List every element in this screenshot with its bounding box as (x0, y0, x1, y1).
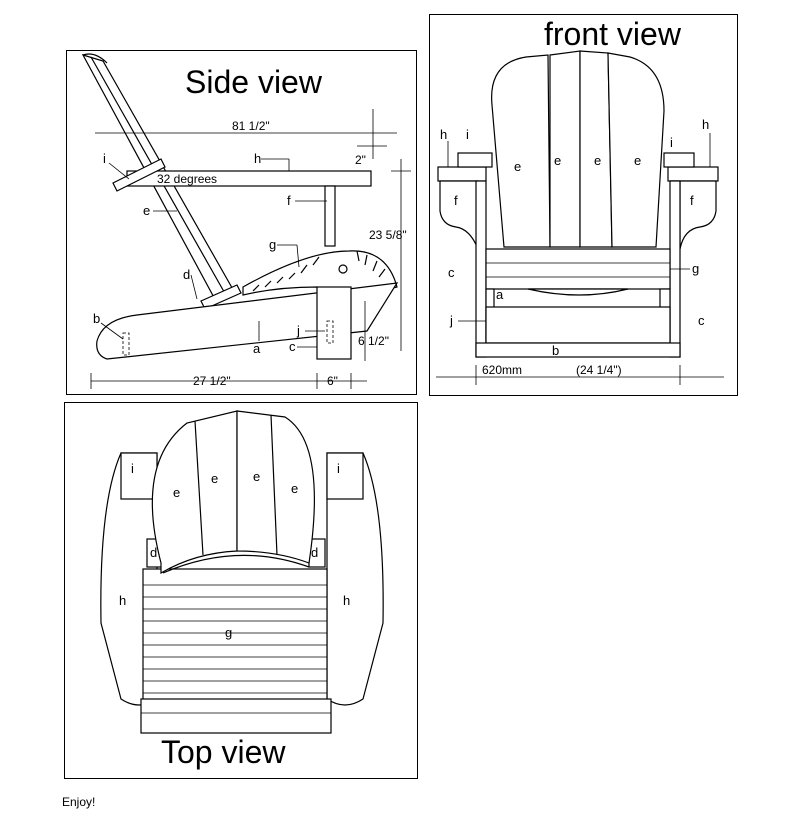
leader-line (100, 322, 124, 340)
label-j: j (449, 313, 453, 328)
width-dimension-text: 81 1/2" (232, 119, 270, 133)
label-b: b (93, 311, 100, 326)
front-leg-upper (324, 185, 336, 247)
corbel-right (670, 180, 717, 250)
bolt-hole (338, 264, 348, 274)
label-g: g (225, 625, 232, 640)
side-view-drawing: Side view 81 1/2" h 32 degrees 2" i e f … (81, 53, 411, 389)
side-view-panel: Side view 81 1/2" h 32 degrees 2" i e f … (66, 50, 417, 395)
leader-line (296, 244, 300, 268)
label-e: e (253, 469, 260, 484)
back-slat-top (82, 53, 108, 64)
label-g: g (269, 237, 276, 252)
back-slat-edges (194, 414, 278, 556)
label-c: c (698, 313, 705, 328)
bottom-short-dimension-text: 6" (327, 374, 338, 388)
hidden-brace (326, 320, 334, 344)
angle-text: 32 degrees (157, 172, 217, 186)
label-i: i (103, 151, 106, 166)
label-h: h (343, 593, 350, 608)
seat-curve (527, 288, 629, 296)
label-j: j (296, 323, 300, 338)
label-f: f (690, 193, 694, 208)
label-i: i (670, 135, 673, 150)
seat-slats (142, 568, 328, 720)
back-slat (579, 50, 613, 248)
label-e: e (554, 153, 561, 168)
seat-front (485, 248, 671, 290)
label-e: e (594, 153, 601, 168)
label-c: c (448, 265, 455, 280)
label-i: i (337, 461, 340, 476)
label-b: b (552, 343, 559, 358)
arm-brace-left (457, 152, 493, 168)
label-f: f (454, 193, 458, 208)
front-view-drawing: front view e e e e h h i i f f c c (436, 16, 724, 385)
front-leg-left (475, 180, 487, 358)
label-e: e (291, 481, 298, 496)
back-slat (549, 50, 581, 248)
label-f: f (287, 193, 291, 208)
front-view-panel: front view e e e e h h i i f f c c (429, 14, 738, 396)
label-d: d (183, 267, 190, 282)
label-g: g (692, 261, 699, 276)
bottom-long-dimension-text: 27 1/2" (193, 374, 231, 388)
label-e: e (514, 159, 521, 174)
arm-right (326, 452, 384, 706)
arm-rest-left (437, 166, 487, 182)
leader-line (108, 162, 130, 180)
seat-slat-lines (252, 250, 386, 292)
top-view-title: Top view (161, 734, 286, 770)
bottom-rail (475, 342, 681, 358)
footer-text: Enjoy! (62, 795, 96, 809)
back-slat (607, 52, 665, 248)
seat-slats (242, 250, 398, 296)
back-curve (162, 554, 310, 574)
top-view-drawing: h h i i d d g (100, 410, 384, 770)
corbel-left (439, 180, 479, 250)
arm-brace (112, 158, 166, 192)
arm-brace-right (326, 452, 364, 500)
label-e: e (634, 153, 641, 168)
label-h: h (702, 117, 709, 132)
label-h: h (440, 127, 447, 142)
label-e: e (211, 471, 218, 486)
label-a: a (496, 287, 504, 302)
back-slats-left (151, 410, 238, 575)
label-e: e (173, 485, 180, 500)
label-c: c (289, 339, 296, 354)
back-slats-right (236, 410, 315, 564)
label-a: a (253, 341, 261, 356)
arm-rest-right (667, 166, 719, 182)
height-dimension-text: 23 5/8" (369, 228, 407, 242)
arm-brace-left (120, 452, 158, 500)
width-in-text: (24 1/4") (576, 363, 622, 377)
front-rail (140, 698, 332, 734)
back-slat (491, 54, 551, 248)
label-h: h (254, 151, 261, 166)
label-i: i (131, 461, 134, 476)
label-e: e (143, 203, 150, 218)
leader-line (190, 274, 198, 300)
top-view-panel: h h i i d d g (64, 402, 418, 779)
small-dimension-text: 2" (355, 153, 366, 167)
width-mm-text: 620mm (482, 363, 522, 377)
front-view-title: front view (544, 16, 682, 52)
label-h: h (119, 593, 126, 608)
label-d: d (311, 545, 318, 560)
label-d: d (150, 545, 157, 560)
hidden-rear-leg (122, 332, 130, 356)
seat-height-text: 6 1/2" (358, 334, 389, 348)
label-i: i (466, 127, 469, 142)
side-view-title: Side view (185, 64, 323, 100)
front-apron (485, 306, 671, 344)
front-leg-lower (316, 286, 352, 360)
arm-brace-right (663, 152, 695, 168)
